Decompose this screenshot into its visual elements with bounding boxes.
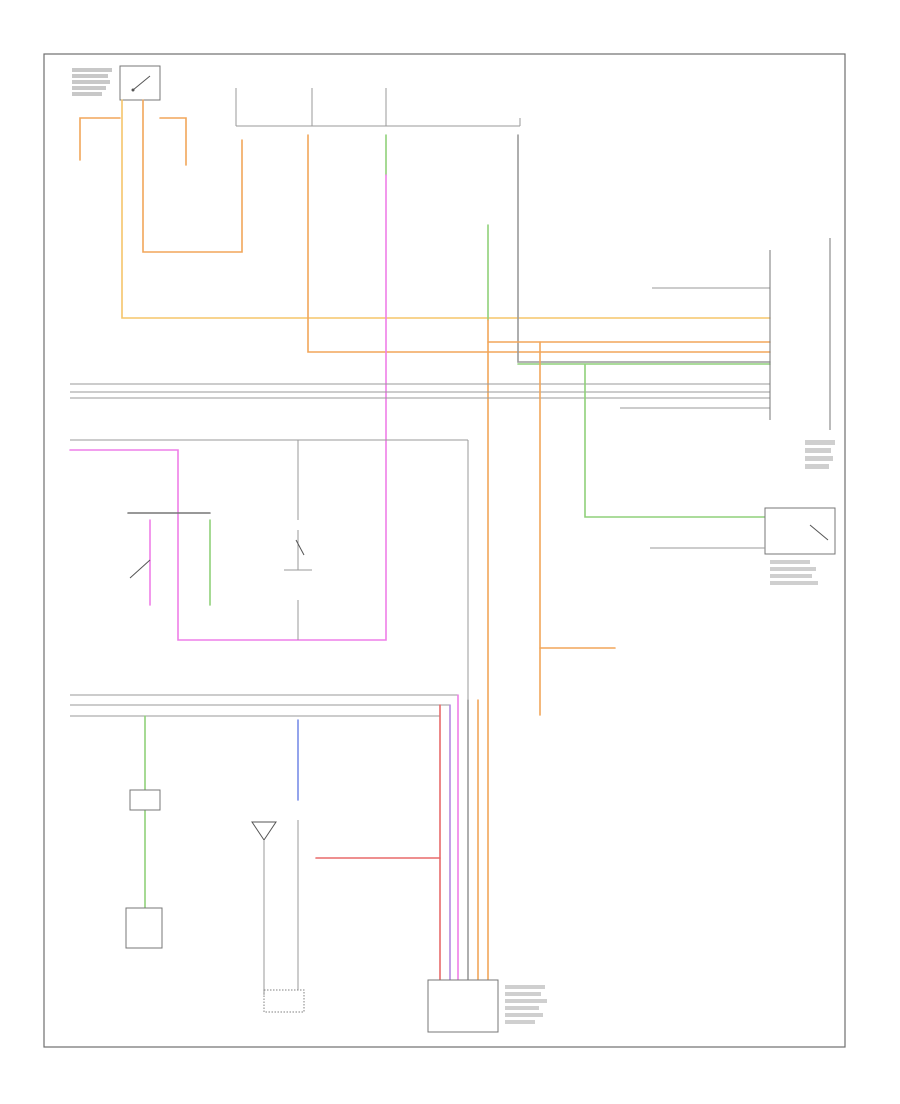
bus-lines: [70, 287, 770, 409]
lower-middle-section: [251, 600, 441, 1013]
middle-switch-section: [70, 439, 469, 700]
bottom-module: [427, 694, 547, 1033]
diagram-frame: [43, 53, 846, 1048]
top-switch: [72, 65, 161, 101]
top-bus: [235, 88, 521, 127]
lower-left-section: [70, 694, 458, 949]
right-middle-switch: [539, 341, 836, 716]
right-connector: [769, 238, 835, 469]
top-wires: [69, 99, 771, 981]
